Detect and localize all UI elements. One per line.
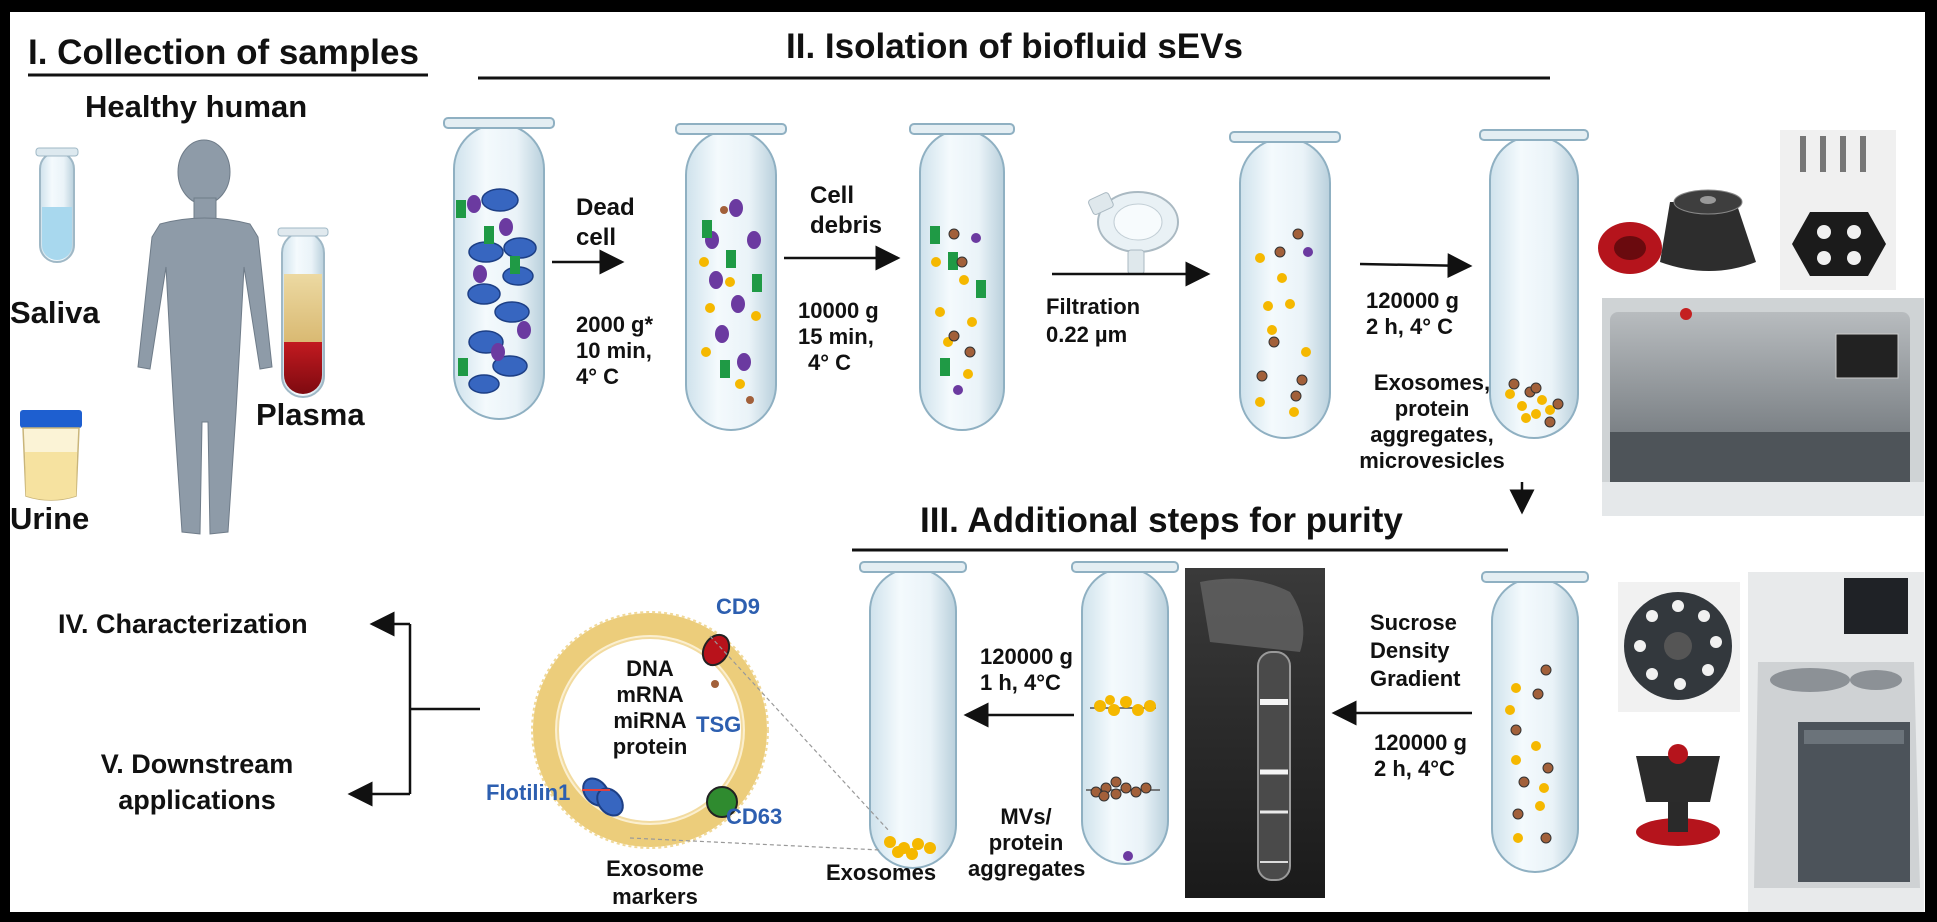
- rotor-icon: [1598, 189, 1756, 274]
- cd63-label: CD63: [726, 804, 783, 829]
- step1-time: 10 min,: [576, 338, 652, 363]
- gradient-time-temp: 2 h, 4°C: [1374, 756, 1455, 781]
- cd63-marker: [706, 786, 738, 818]
- mvs-label-line2: protein: [988, 830, 1064, 855]
- downstream-label-line2: applications: [118, 785, 276, 815]
- lower-rotor-icon: [1618, 582, 1740, 712]
- cd9-marker: [701, 633, 731, 667]
- human-silhouette-icon: [137, 139, 273, 535]
- syringe-filter-icon: [1088, 191, 1179, 275]
- cargo-mirna: miRNA: [613, 708, 687, 733]
- gradient-input-particles: [1505, 664, 1554, 844]
- markers-caption-line1: Exosome: [606, 856, 704, 881]
- collection-title: I. Collection of samples: [28, 33, 419, 72]
- floor-ultracentrifuge-icon: [1748, 572, 1924, 912]
- step4-time-temp: 2 h, 4° C: [1366, 314, 1454, 339]
- isolation-title: II. Isolation of biofluid sEVs: [786, 27, 1243, 66]
- pellet-label-line1: Exosomes,: [1373, 370, 1491, 395]
- cargo-protein: protein: [612, 734, 688, 759]
- gradient-label-line3: Gradient: [1370, 666, 1461, 691]
- cell-debris-label-line1: Cell: [810, 182, 855, 209]
- cd9-label: CD9: [716, 594, 761, 619]
- urine-label: Urine: [10, 501, 90, 536]
- tsg-label: TSG: [696, 712, 742, 737]
- step4-force: 120000 g: [1366, 288, 1459, 313]
- saliva-label: Saliva: [10, 295, 100, 330]
- healthy-human-label: Healthy human: [85, 89, 308, 124]
- plasma-tube-icon: [277, 227, 329, 398]
- characterization-label: IV. Characterization: [58, 609, 308, 639]
- figure-panel: I. Collection of samples II. Isolation o…: [10, 12, 1925, 912]
- final-time-temp: 1 h, 4°C: [980, 670, 1061, 695]
- saliva-tube-icon: [35, 147, 79, 263]
- flotilin-label: Flotilin1: [486, 780, 571, 805]
- mvs-label-line1: MVs/: [1000, 804, 1052, 829]
- step1-force: 2000 g*: [576, 312, 654, 337]
- markers-caption-line2: markers: [612, 884, 698, 909]
- purity-title: III. Additional steps for purity: [920, 501, 1403, 540]
- swing-rotor-icon: [1780, 130, 1896, 290]
- urine-cup-icon: [20, 410, 82, 501]
- ultracentrifuge-icon: [1602, 298, 1924, 516]
- gradient-label-line1: Sucrose: [1370, 610, 1457, 635]
- sucrose-gradient-photo: [1185, 568, 1325, 898]
- debris-particles: [699, 199, 762, 404]
- step2-time: 15 min,: [798, 324, 874, 349]
- exosomes-label: Exosomes: [826, 860, 937, 885]
- exosome-diagram: [531, 611, 891, 851]
- final-force: 120000 g: [980, 644, 1073, 669]
- cargo-mrna: mRNA: [616, 682, 684, 707]
- dead-cells-cluster: [456, 188, 537, 394]
- separated-bands: [1086, 695, 1160, 861]
- step2-force: 10000 g: [798, 298, 879, 323]
- dead-cell-label-line2: cell: [576, 224, 617, 251]
- pellet-label-line2: protein: [1394, 396, 1470, 421]
- cell-debris-label-line2: debris: [810, 212, 883, 239]
- step2-temp: 4° C: [808, 350, 852, 375]
- downstream-label-line1: V. Downstream: [100, 749, 294, 779]
- gradient-force: 120000 g: [1374, 730, 1467, 755]
- step1-temp: 4° C: [576, 364, 620, 389]
- flow-arrows: [347, 245, 1535, 807]
- filtered-particles: [930, 226, 986, 395]
- dead-cell-label-line1: Dead: [576, 194, 635, 221]
- filtration-label: Filtration: [1046, 294, 1141, 319]
- gradient-label-line2: Density: [1370, 638, 1450, 663]
- red-rotor-icon: [1636, 744, 1720, 846]
- pellet-label-line4: microvesicles: [1359, 448, 1505, 473]
- filtrate-particles: [1255, 228, 1313, 417]
- filter-pore-size: 0.22 µm: [1046, 322, 1128, 347]
- mvs-label-line3: aggregates: [968, 856, 1086, 881]
- plasma-label: Plasma: [256, 397, 365, 432]
- cargo-dna: DNA: [626, 656, 674, 681]
- pellet-label-line3: aggregates,: [1370, 422, 1494, 447]
- pellet-particles: [1505, 378, 1564, 428]
- diagram-graphics: [20, 73, 1924, 912]
- exosome-pellet: [884, 836, 936, 860]
